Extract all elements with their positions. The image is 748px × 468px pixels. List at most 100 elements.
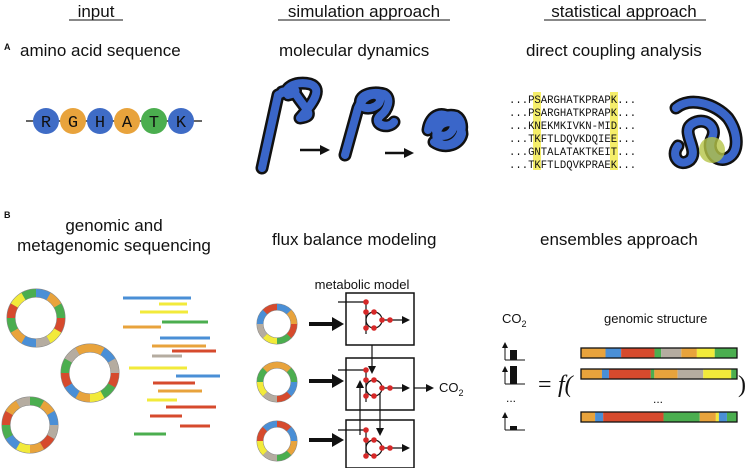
ring-segment	[16, 397, 31, 408]
ring-segment	[29, 397, 44, 408]
ring-segment	[262, 333, 278, 344]
ring-segment	[16, 442, 31, 453]
equation-close: )	[738, 372, 746, 398]
alignment-row: ...GNTALATAKTKEIT...	[509, 147, 636, 159]
gene-segment	[663, 412, 700, 422]
ring-segment	[54, 303, 65, 319]
genome-rings	[1, 288, 120, 454]
ring-segment	[46, 328, 62, 344]
genome-ring	[256, 361, 298, 403]
genome-ring	[6, 288, 66, 348]
flux-genome-rings	[256, 303, 298, 462]
ring-segment	[7, 317, 18, 333]
ring-segment	[61, 358, 72, 374]
gene-segment	[603, 412, 664, 422]
alignment-row: ...PSARGHATKPRAPK...	[509, 108, 636, 120]
header-simulation: simulation approach	[288, 2, 440, 21]
ring-segment	[286, 367, 297, 383]
panel-a-label: A	[4, 42, 11, 52]
metabolite-node	[363, 427, 369, 433]
ring-segment	[108, 358, 119, 374]
ring-segment	[61, 372, 72, 388]
ring-segment	[89, 344, 105, 355]
sequencing-reads	[123, 296, 220, 436]
gene-segment	[581, 412, 596, 422]
ring-segment	[89, 391, 105, 402]
alignment-row: ...KNEKMKIVKN-MID...	[509, 121, 636, 133]
ring-segment	[276, 421, 292, 432]
gene-segment	[608, 369, 651, 379]
gene-segment	[581, 369, 602, 379]
ring-segment	[257, 426, 268, 442]
gene-segment	[605, 348, 622, 358]
metabolite-node	[387, 445, 393, 451]
ring-segment	[75, 391, 91, 402]
ring-segment	[262, 391, 278, 402]
residue-circle	[114, 108, 140, 134]
metabolic-model-label: metabolic model	[315, 277, 410, 292]
ring-segment	[257, 381, 268, 397]
residue-circle	[33, 108, 59, 134]
ring-segment	[7, 303, 18, 319]
flux-title: flux balance modeling	[272, 230, 436, 249]
ring-segment	[286, 323, 297, 339]
metabolite-node	[371, 377, 377, 383]
residue-letter: A	[122, 114, 133, 133]
ring-segment	[257, 309, 268, 325]
alignment-row: ...PSARGHATKPRAPK...	[509, 95, 636, 107]
reaction-network	[338, 299, 410, 334]
ellipsis-right: ...	[653, 392, 663, 406]
metabolite-node	[371, 393, 377, 399]
ring-segment	[64, 383, 80, 399]
ring-segment	[286, 381, 297, 397]
sequence-alignment: ...PSARGHATKPRAPK......PSARGHATKPRAPK...…	[509, 95, 636, 172]
residue-K: K	[168, 108, 194, 134]
metabolic-box-1	[345, 292, 415, 346]
metabolite-node	[363, 453, 369, 459]
ring-segment	[257, 323, 268, 339]
metabolite-node	[363, 309, 369, 315]
md-arrow-1	[300, 145, 330, 155]
contact-highlight-circle	[699, 137, 725, 163]
ring-segment	[262, 421, 278, 432]
ring-segment	[276, 391, 292, 402]
residue-letter: K	[176, 114, 187, 133]
header-input: input	[78, 2, 115, 21]
metabolite-node	[387, 317, 393, 323]
ring-segment	[286, 440, 297, 456]
equation-function: f(	[558, 372, 575, 398]
co2-axis-label: CO2	[502, 311, 527, 329]
ring-segment	[5, 400, 21, 416]
ring-segment	[29, 442, 44, 453]
ring-segment	[47, 411, 58, 426]
residue-R: R	[33, 108, 59, 134]
ring-segment	[35, 336, 51, 347]
gene-segment	[581, 348, 606, 358]
metabolite-node	[379, 445, 385, 451]
ring-segment	[39, 434, 55, 450]
ring-segment	[286, 426, 297, 442]
gene-segment	[696, 348, 715, 358]
genome-ring	[256, 303, 298, 345]
ring-segment	[54, 317, 65, 333]
ring-segment	[46, 292, 62, 308]
ring-segment	[35, 289, 51, 300]
ring-segment	[2, 424, 13, 439]
ring-segment	[21, 289, 37, 300]
co2-output-label: CO2	[439, 380, 464, 398]
metabolite-node	[363, 367, 369, 373]
ring-segment	[262, 450, 278, 461]
ring-segment	[108, 372, 119, 388]
ring-segment	[276, 304, 292, 315]
metabolite-node	[371, 325, 377, 331]
ring-segment	[100, 383, 116, 399]
residue-circle	[87, 108, 113, 134]
metabolite-node	[363, 393, 369, 399]
gene-segment	[718, 412, 727, 422]
ring-segment	[257, 367, 268, 383]
gene-segment	[726, 412, 737, 422]
metabolite-node	[371, 437, 377, 443]
ellipsis-left: ...	[506, 391, 516, 405]
metabolite-node	[363, 325, 369, 331]
